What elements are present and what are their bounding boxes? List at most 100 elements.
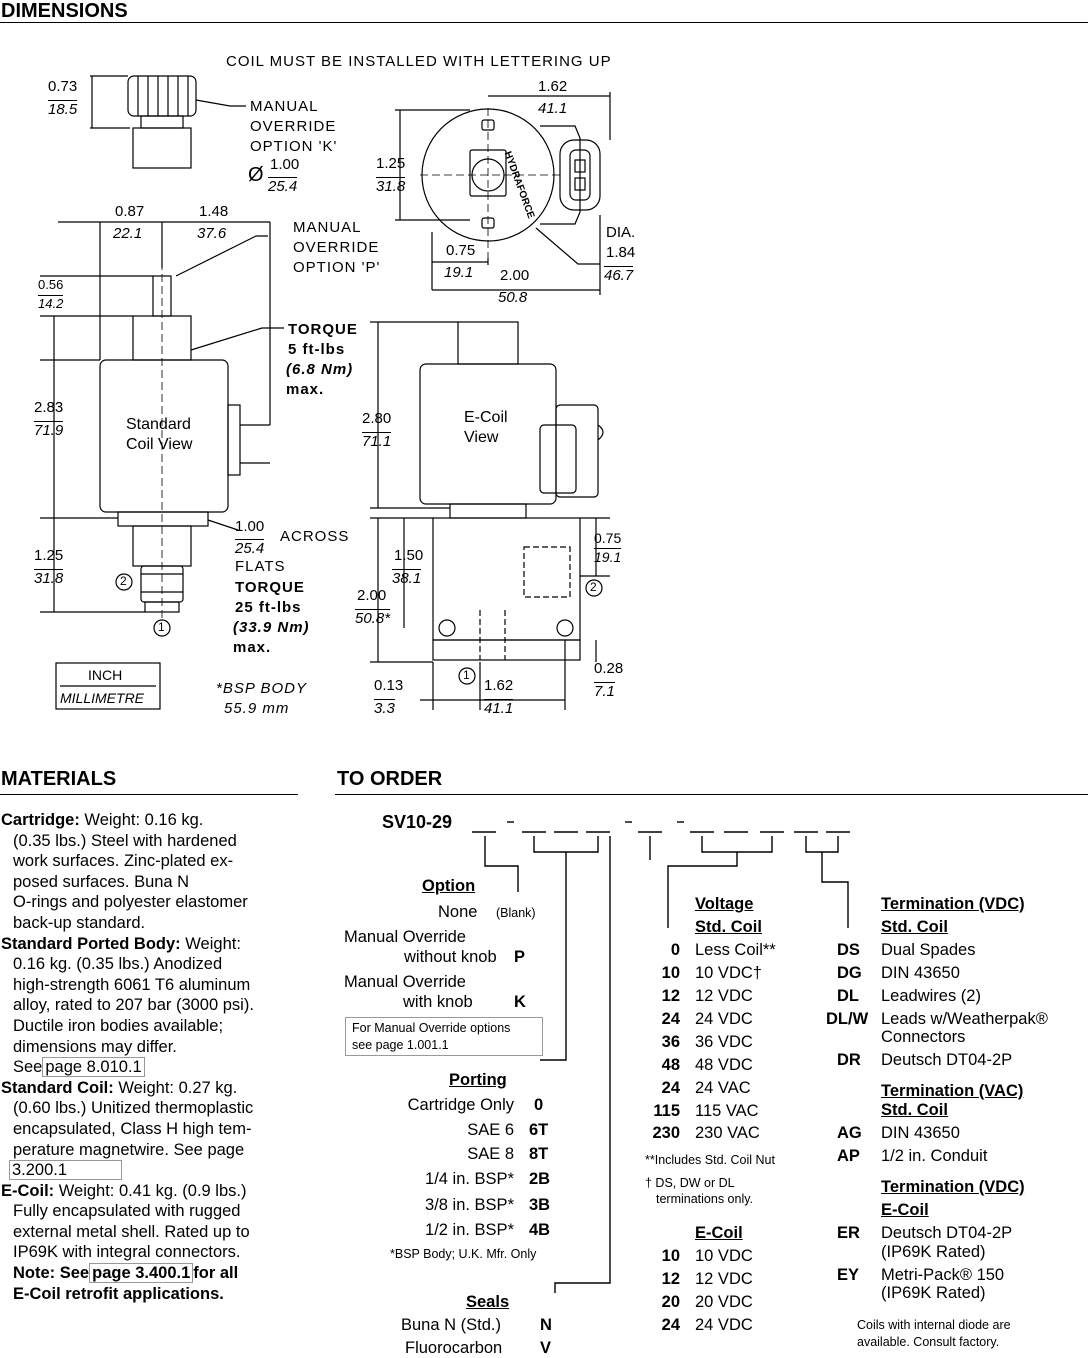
seals-row-label: Fluorocarbon [405,1339,503,1357]
std-torque-4: max. [286,381,325,398]
top-dia-inch: 1.84 [606,244,636,261]
option-none-code: (Blank) [496,906,536,920]
legend-box [55,662,161,710]
option-k-label-2: with knob [403,993,473,1011]
term-ecoil-note-2: available. Consult factory. [857,1335,1000,1349]
std-hex-torque-1: TORQUE [235,579,305,596]
std-hex-torque-3: (33.9 Nm) [233,619,310,636]
coil-page-link[interactable]: 3.200.1 [9,1160,123,1181]
legend-mm: MILLIMETRE [60,690,145,706]
coil-line-1: Weight: 0.27 kg. [113,1078,238,1097]
voltage-row-label: 24 VAC [695,1079,751,1097]
voltage-title-2: Std. Coil [695,918,762,936]
std-torque-2: 5 ft-lbs [288,341,346,358]
top-dia-label: DIA. [606,224,636,241]
porting-row-label: SAE 8 [467,1145,514,1163]
override-k-knob [90,75,197,169]
ecoil-b1-mm: 38.1 [392,569,422,587]
ecoil-line-1: Weight: 0.41 kg. (0.9 lbs.) [54,1181,247,1200]
term-vdc-row-code: DL/W [826,1010,869,1028]
voltage-row-label: 10 VDC† [695,964,762,982]
ecoil-b2-mm: 50.8* [355,609,391,627]
body-line-4: alloy, rated to 207 bar (3000 psi). [13,996,254,1015]
top-width-mm: 41.1 [538,100,568,117]
voltage-row-label: 12 VDC [695,987,753,1005]
top-offset-mm: 19.1 [444,264,474,281]
voltage-row-code: 36 [661,1033,680,1051]
option-none-label: None [438,903,478,921]
std-hex-torque-2: 25 ft-lbs [235,599,302,616]
voltage-row-code: 230 [652,1124,680,1142]
porting-row-label: SAE 6 [467,1121,514,1139]
dimensions-heading: DIMENSIONS [1,0,128,22]
std-b-mm: 37.6 [197,225,227,242]
std-hex-inch: 1.00 [235,518,265,535]
voltage-note-1: **Includes Std. Coil Nut [645,1153,775,1167]
voltage-note-3: terminations only. [656,1192,754,1206]
ecoil-row-code: 20 [661,1293,680,1311]
std-port-2: 2 [120,574,127,588]
dimensions-drawing [40,75,611,710]
voltage-note-2: † DS, DW or DL [645,1176,735,1190]
coil-install-note: COIL MUST BE INSTALLED WITH LETTERING UP [226,53,612,70]
voltage-row-label: 115 VAC [695,1102,759,1120]
std-hex-mm: 25.4 [235,539,265,557]
ecoil-view-label-2: View [464,429,499,446]
top-length-inch: 2.00 [500,267,530,284]
body-line-1: Weight: [180,934,241,953]
term-ecoil-row-label: (IP69K Rated) [881,1284,986,1302]
term-vac-title-2: Std. Coil [881,1101,948,1119]
std-flats: FLATS [235,558,286,575]
body-page-link[interactable]: page 8.010.1 [42,1057,145,1078]
cartridge-line-1: Weight: 0.16 kg. [79,811,204,829]
option-note-1: For Manual Override options [352,1021,511,1035]
std-torque-3: (6.8 Nm) [286,361,354,378]
standard-coil-drawing [40,221,284,637]
term-vdc-row-code: DG [837,964,862,982]
term-vdc-title-2: Std. Coil [881,918,948,936]
ecoil-row-code: 10 [661,1247,680,1265]
ecoil-l-inch: 0.13 [374,677,404,694]
ecoil-height-inch: 2.80 [362,410,392,427]
override-k-height-mm: 18.5 [48,100,78,118]
seals-title: Seals [466,1293,510,1311]
porting-row-code: 3B [529,1196,551,1214]
ecoil-r1-mm: 19.1 [594,548,622,565]
std-a-inch: 0.87 [115,203,145,220]
ecoil-r1-inch: 0.75 [594,530,622,546]
diameter-symbol: Ø [248,164,264,186]
voltage-row-code: 115 [653,1102,680,1120]
option-note-2: see page 1.001.1 [352,1038,449,1052]
ecoil-w-mm: 41.1 [484,699,514,717]
ecoil-row-label: 12 VDC [695,1270,753,1288]
porting-note: *BSP Body; U.K. Mfr. Only [390,1247,537,1261]
std-hex-torque-4: max. [233,639,272,656]
std-height-mm: 71.9 [34,421,64,439]
ecoil-page-link[interactable]: page 3.400.1 [89,1263,194,1284]
cartridge-title: Cartridge: [1,811,80,829]
ecoil-height-mm: 71.1 [362,432,392,450]
term-vac-row-code: AG [837,1124,862,1142]
materials-text: Cartridge: Weight: 0.16 kg. (0.35 lbs.) … [1,810,299,1304]
std-override-p-3: OPTION 'P' [293,259,381,276]
porting-row-code: 6T [529,1121,549,1139]
std-b-inch: 1.48 [199,203,229,220]
voltage-row-label: 48 VDC [695,1056,753,1074]
body-line-2: 0.16 kg. (0.35 lbs.) Anodized [13,955,223,974]
body-line-5: Ductile iron bodies available; [13,1016,224,1035]
seals-row-code: N [540,1316,552,1334]
model-code: SV10-29 [382,812,453,832]
ecoil-row-label: 10 VDC [695,1247,753,1265]
top-height-mm: 31.8 [376,177,406,195]
term-ecoil-row-label: (IP69K Rated) [881,1243,986,1261]
term-ecoil-row-code: ER [837,1224,860,1242]
option-p-label-1: Manual Override [344,928,466,946]
ecoil-note-a: Note: See [13,1264,90,1283]
porting-row-code: 0 [534,1096,544,1114]
porting-row-code: 8T [529,1145,549,1163]
ecoil-row-label: 24 VDC [695,1316,753,1334]
term-vac-row-label: DIN 43650 [881,1124,960,1142]
ecoil-row-code: 24 [661,1316,680,1334]
option-k-code: K [514,993,526,1011]
materials-heading: MATERIALS [1,768,117,790]
